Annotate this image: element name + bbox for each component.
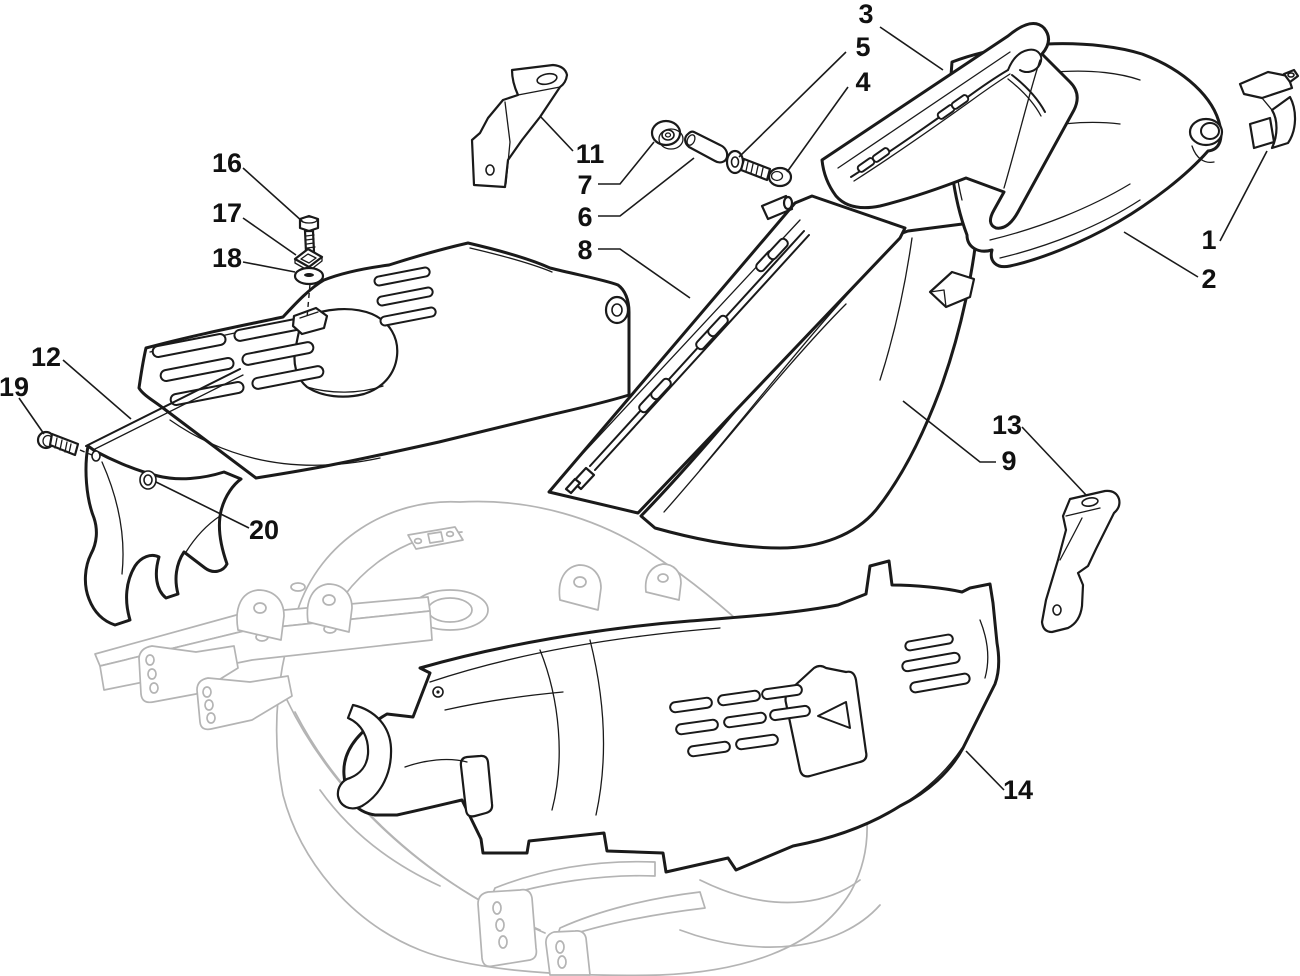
callout-label-4: 4 (855, 67, 870, 97)
part-cover-left (83, 241, 631, 627)
callout-leader-3 (879, 26, 944, 71)
callout-20: 20 (155, 481, 279, 545)
part-bracket-upper (470, 63, 569, 189)
callout-leader-4 (786, 86, 849, 173)
callout-leader-19 (18, 397, 45, 435)
callout-13: 13 (992, 410, 1088, 497)
callout-label-16: 16 (212, 148, 242, 178)
callout-label-1: 1 (1201, 225, 1216, 255)
callout-7: 7 (577, 141, 655, 200)
callout-label-12: 12 (31, 342, 61, 372)
callout-16: 16 (212, 148, 304, 223)
callout-label-2: 2 (1201, 264, 1216, 294)
part-panel-with-rod (547, 194, 907, 515)
callout-leader-18 (242, 261, 296, 273)
callout-label-20: 20 (249, 515, 279, 545)
callout-label-8: 8 (577, 235, 592, 265)
callout-label-14: 14 (1003, 775, 1033, 805)
callout-label-19: 19 (0, 372, 29, 402)
callout-leader-11 (539, 115, 574, 152)
callout-12: 12 (31, 342, 132, 420)
callout-leader-5 (738, 51, 847, 158)
part-screw-front (739, 157, 793, 188)
callout-5: 5 (738, 32, 871, 158)
part-bolt (298, 214, 320, 254)
callout-leader-20 (155, 481, 250, 529)
callout-leader-8 (598, 248, 691, 299)
part-bracket-clamp (1238, 68, 1300, 150)
callout-9: 9 (902, 400, 1017, 476)
callout-leader-14 (965, 750, 1005, 791)
callout-label-5: 5 (855, 32, 870, 62)
callout-label-7: 7 (577, 170, 592, 200)
part-spacer-pin (684, 130, 729, 164)
callout-4: 4 (786, 67, 871, 173)
callout-8: 8 (577, 235, 691, 299)
deck-ghost (94, 500, 881, 976)
callout-leader-13 (1021, 426, 1088, 497)
callout-leader-12 (62, 359, 132, 420)
part-bracket-right (1040, 489, 1121, 634)
callout-leader-2 (1123, 231, 1199, 278)
part-washer-flat (293, 266, 325, 319)
callout-leader-16 (242, 167, 304, 223)
callout-2: 2 (1123, 231, 1217, 294)
callout-label-3: 3 (858, 0, 873, 29)
callout-1: 1 (1201, 150, 1268, 255)
callout-leader-1 (1219, 150, 1268, 242)
callout-label-13: 13 (992, 410, 1022, 440)
callout-leader-6 (598, 157, 695, 217)
callout-3: 3 (858, 0, 944, 71)
part-cover-top (820, 22, 1079, 230)
callout-label-9: 9 (1001, 446, 1016, 476)
callout-18: 18 (212, 243, 296, 273)
part-screw-left (36, 430, 93, 457)
callout-11: 11 (539, 115, 605, 169)
callout-17: 17 (212, 198, 297, 256)
part-cover-lower (336, 559, 1001, 874)
callout-leader-9 (902, 400, 996, 463)
callout-label-18: 18 (212, 243, 242, 273)
part-bushing (650, 119, 684, 150)
callout-6: 6 (577, 157, 695, 232)
callout-14: 14 (965, 750, 1033, 805)
callout-label-17: 17 (212, 198, 242, 228)
callout-leader-7 (598, 141, 655, 185)
callout-label-6: 6 (577, 202, 592, 232)
callout-19: 19 (0, 372, 45, 435)
callout-label-11: 11 (576, 139, 605, 169)
callout-leader-17 (242, 217, 297, 256)
